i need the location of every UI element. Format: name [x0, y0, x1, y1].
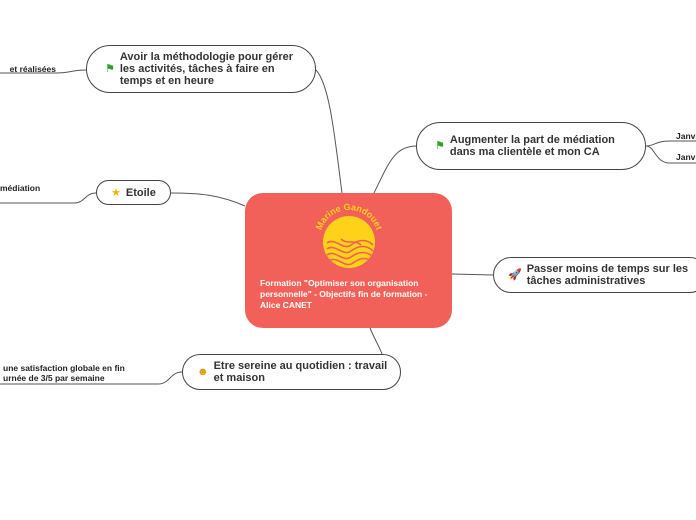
node-methodology-label: Avoir la méthodologie pour gérer les act…	[119, 51, 294, 87]
star-icon: ★	[111, 186, 121, 199]
leaf-serene-line-1[interactable]: une satisfaction globale en fin	[3, 363, 125, 373]
connector-mediation-leaf-1	[645, 140, 696, 147]
node-serene-label: Etre sereine au quotidien : travail et m…	[213, 360, 388, 384]
connector-admin	[451, 273, 494, 276]
connector-mediation	[373, 145, 417, 194]
node-methodology[interactable]: ⚑ Avoir la méthodologie pour gérer les a…	[86, 45, 316, 93]
connector-methodology-leaf	[0, 69, 87, 74]
leaf-serene-line-2[interactable]: urnée de 3/5 par semaine	[3, 373, 105, 383]
node-admin-label: Passer moins de temps sur les tâches adm…	[526, 263, 689, 287]
connector-methodology	[315, 69, 343, 194]
leaf-etoile[interactable]: médiation	[0, 183, 41, 193]
connector-serene-leaf	[0, 371, 183, 385]
node-mediation[interactable]: ⚑ Augmenter la part de médiation dans ma…	[416, 122, 646, 170]
connector-etoile	[170, 192, 246, 207]
node-serene[interactable]: ☻ Etre sereine au quotidien : travail et…	[182, 354, 401, 390]
smiley-icon: ☻	[197, 366, 209, 378]
flag-icon: ⚑	[435, 140, 445, 152]
node-admin[interactable]: 🚀 Passer moins de temps sur les tâches a…	[493, 257, 696, 293]
node-etoile[interactable]: ★ Etoile	[96, 180, 171, 205]
leaf-mediation-1[interactable]: Janv	[676, 131, 696, 141]
flag-icon: ⚑	[105, 63, 115, 75]
logo-sun-icon: Marine Gandouet	[314, 202, 384, 268]
rocket-icon: 🚀	[508, 269, 522, 281]
connector-mediation-leaf-2	[645, 145, 696, 164]
central-title: Formation "Optimiser son organisation pe…	[260, 278, 428, 310]
leaf-mediation-2[interactable]: Janv	[676, 152, 696, 162]
leaf-methodology[interactable]: et réalisées	[9, 64, 56, 74]
node-etoile-label: Etoile	[125, 186, 156, 199]
central-topic[interactable]: Marine Gandouet Formation "Optimiser son…	[245, 193, 452, 328]
connector-serene	[369, 327, 383, 355]
connector-etoile-leaf	[0, 192, 97, 204]
node-mediation-label: Augmenter la part de médiation dans ma c…	[449, 134, 615, 158]
